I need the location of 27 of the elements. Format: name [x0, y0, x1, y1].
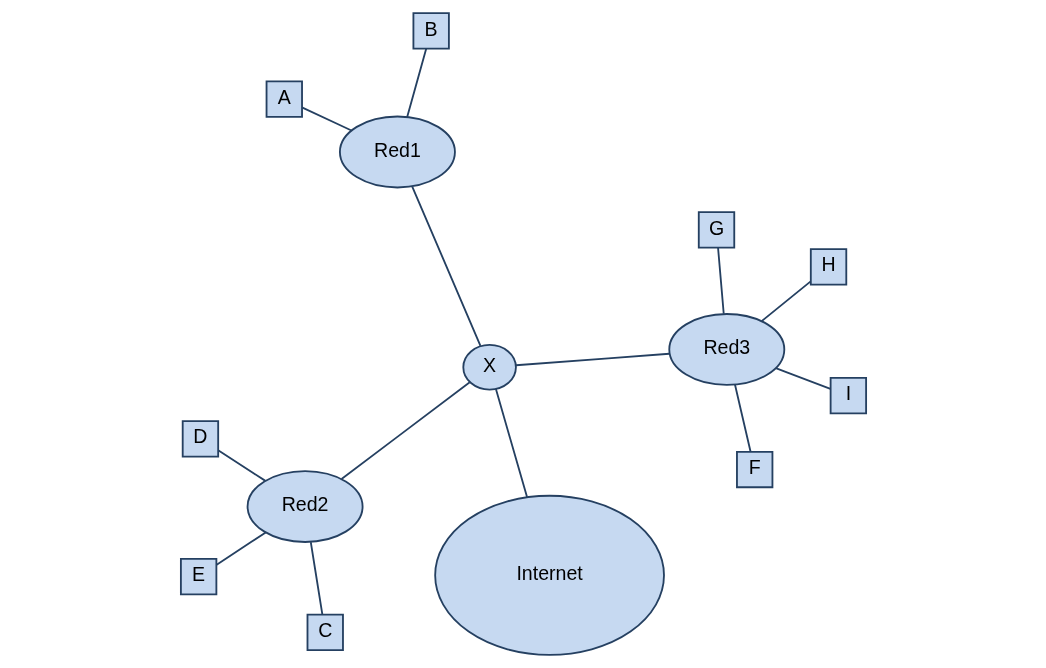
node-ellipse: Internet: [433, 494, 665, 656]
node-box: B: [412, 12, 450, 50]
connector: [733, 383, 751, 453]
node-box: H: [809, 248, 847, 286]
node-box: G: [697, 211, 735, 249]
connector: [309, 541, 323, 616]
connector: [340, 381, 471, 480]
node-ellipse: Red2: [246, 470, 363, 543]
connector: [301, 106, 352, 132]
connector: [494, 388, 528, 498]
connector: [760, 280, 811, 323]
connector: [774, 367, 831, 390]
node-box: C: [306, 613, 344, 652]
node-ellipse: X: [461, 343, 517, 391]
node-box: D: [181, 420, 219, 458]
node-box: A: [265, 80, 303, 118]
connector: [514, 352, 670, 367]
node-box: I: [829, 376, 867, 415]
connector: [216, 449, 266, 482]
connector: [716, 247, 725, 315]
node-box: E: [179, 557, 217, 596]
connector: [215, 531, 267, 566]
node-ellipse: Red1: [338, 115, 456, 189]
connector: [410, 185, 481, 347]
connector: [405, 47, 427, 118]
node-ellipse: Red3: [667, 313, 785, 386]
node-box: F: [735, 450, 773, 489]
